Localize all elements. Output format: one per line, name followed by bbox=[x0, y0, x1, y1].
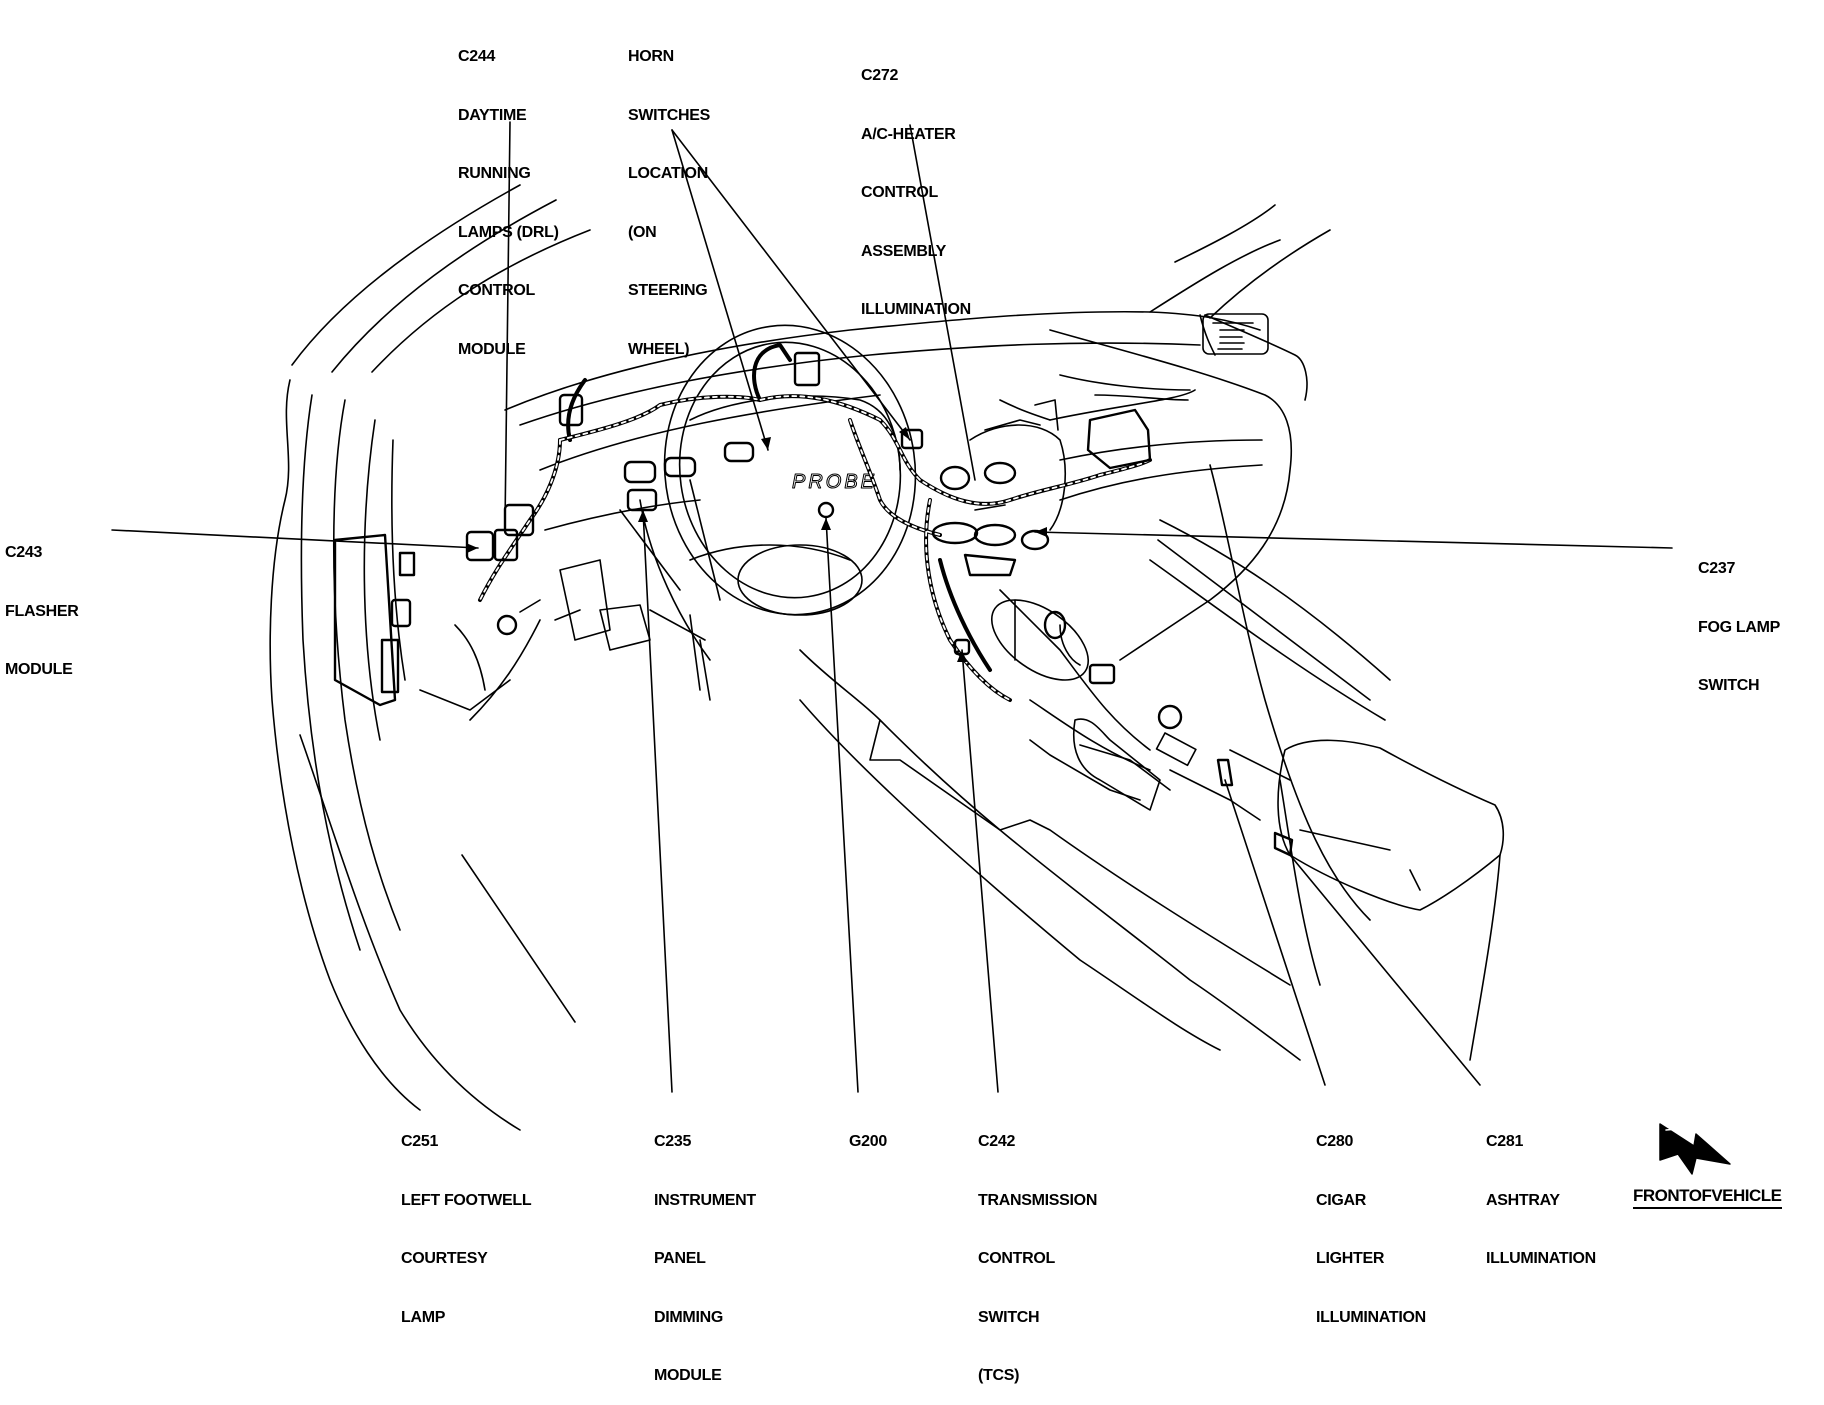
callout-line: LEFT FOOTWELL bbox=[401, 1191, 532, 1209]
leader-horn-2 bbox=[672, 130, 910, 440]
callout-c251: C251 LEFT FOOTWELL COURTESY LAMP bbox=[401, 1093, 532, 1347]
c251-connector bbox=[498, 616, 516, 634]
callout-line: C237 bbox=[1698, 560, 1736, 577]
callout-line: C281 bbox=[1486, 1133, 1524, 1150]
wiring-harness-inner bbox=[480, 396, 1150, 700]
callout-c280: C280 CIGAR LIGHTER ILLUMINATION bbox=[1316, 1093, 1426, 1347]
callout-c242: C242 TRANSMISSION CONTROL SWITCH (TCS) bbox=[978, 1093, 1097, 1405]
callout-line: ASHTRAY bbox=[1486, 1191, 1560, 1209]
callout-line: MODULE bbox=[5, 661, 73, 678]
callout-line: CONTROL bbox=[458, 282, 536, 299]
callout-line: C235 bbox=[654, 1133, 692, 1150]
callout-line: CONTROL bbox=[978, 1250, 1056, 1267]
callout-line: C272 bbox=[861, 67, 899, 84]
center-console bbox=[800, 584, 1503, 1060]
c280-connector bbox=[1218, 760, 1232, 785]
callout-line: C280 bbox=[1316, 1133, 1354, 1150]
front-arrow-icon bbox=[1660, 1124, 1730, 1174]
callout-line: STEERING bbox=[628, 282, 708, 299]
c237-connector bbox=[1022, 531, 1048, 549]
callout-c237: C237 FOG LAMP SWITCH bbox=[1698, 520, 1780, 715]
callout-line: DIMMING bbox=[654, 1308, 724, 1326]
leader-c244 bbox=[505, 122, 510, 525]
leader-c237 bbox=[1035, 532, 1672, 548]
callout-line: COURTESY bbox=[401, 1250, 488, 1267]
callout-line: C243 bbox=[5, 544, 43, 561]
arrowheads bbox=[466, 427, 1047, 662]
callout-line: ASSEMBLY bbox=[861, 242, 947, 260]
callout-c235: C235 INSTRUMENT PANEL DIMMING MODULE bbox=[654, 1093, 756, 1405]
leader-horn-1 bbox=[672, 130, 768, 450]
hub-emblem-text: PROBE bbox=[792, 471, 877, 493]
callout-line: LAMP bbox=[401, 1308, 446, 1326]
callout-line: ILLUMINATION bbox=[861, 301, 971, 318]
callout-line: CONTROL bbox=[861, 184, 939, 201]
callout-line: FOG LAMP bbox=[1698, 618, 1781, 636]
callout-line: SWITCH bbox=[1698, 677, 1760, 694]
callout-horn: HORN SWITCHES LOCATION (ON STEERING WHEE… bbox=[628, 8, 710, 379]
callout-line: PANEL bbox=[654, 1250, 706, 1267]
callout-line: C251 bbox=[401, 1133, 439, 1150]
leader-c280 bbox=[1225, 780, 1325, 1085]
steering-wheel bbox=[620, 309, 934, 700]
callout-line: SWITCH bbox=[978, 1308, 1040, 1326]
callout-line: LAMPS (DRL) bbox=[458, 223, 559, 241]
callout-line: ILLUMINATION bbox=[1486, 1250, 1596, 1267]
leader-c272 bbox=[910, 125, 975, 480]
c235-connector bbox=[628, 490, 656, 510]
front-of-vehicle-label: FRONTOFVEHICLE bbox=[1633, 1186, 1782, 1209]
callout-line: ILLUMINATION bbox=[1316, 1308, 1426, 1326]
callout-line: CIGAR bbox=[1316, 1191, 1367, 1209]
callout-line: RUNNING bbox=[458, 165, 531, 182]
g200-ground bbox=[817, 501, 835, 519]
body-outline bbox=[270, 185, 1390, 1130]
connectors bbox=[335, 353, 1292, 855]
callout-line: INSTRUMENT bbox=[654, 1191, 756, 1209]
callout-line: G200 bbox=[849, 1133, 887, 1150]
leader-c243 bbox=[112, 530, 478, 548]
c272-connector bbox=[941, 467, 969, 489]
callout-line: TRANSMISSION bbox=[978, 1191, 1098, 1209]
callout-g200: G200 bbox=[849, 1093, 887, 1171]
leader-c242 bbox=[962, 650, 998, 1092]
callout-line: A/C-HEATER bbox=[861, 125, 956, 143]
callout-line: WHEEL) bbox=[628, 340, 690, 358]
instrument-panel-drawing: PROBE bbox=[0, 0, 1824, 1216]
callout-line: LIGHTER bbox=[1316, 1250, 1385, 1267]
callout-line: SWITCHES bbox=[628, 106, 711, 124]
leader-c235 bbox=[643, 510, 672, 1092]
leader-lines bbox=[112, 122, 1672, 1092]
wiring-harness bbox=[480, 345, 1150, 700]
callout-line: (ON bbox=[628, 223, 657, 241]
callout-line: MODULE bbox=[458, 340, 526, 358]
callout-line: DAYTIME bbox=[458, 106, 527, 124]
callout-line: C242 bbox=[978, 1133, 1016, 1150]
callout-line: C244 bbox=[458, 48, 496, 65]
callout-line: HORN bbox=[628, 48, 674, 65]
leader-c251 bbox=[462, 855, 575, 1022]
callout-c281: C281 ASHTRAY ILLUMINATION bbox=[1486, 1093, 1596, 1288]
callout-c244: C244 DAYTIME RUNNING LAMPS (DRL) CONTROL… bbox=[458, 8, 559, 379]
callout-c243: C243 FLASHER MODULE bbox=[5, 504, 79, 699]
leader-c281 bbox=[1290, 855, 1480, 1085]
callout-line: LOCATION bbox=[628, 165, 708, 182]
callout-line: (TCS) bbox=[978, 1367, 1020, 1384]
leader-g200 bbox=[826, 518, 858, 1092]
callout-line: MODULE bbox=[654, 1367, 722, 1384]
callout-c272: C272 A/C-HEATER CONTROL ASSEMBLY ILLUMIN… bbox=[861, 27, 971, 339]
passenger-vent bbox=[1203, 314, 1268, 354]
callout-line: FLASHER bbox=[5, 602, 79, 620]
